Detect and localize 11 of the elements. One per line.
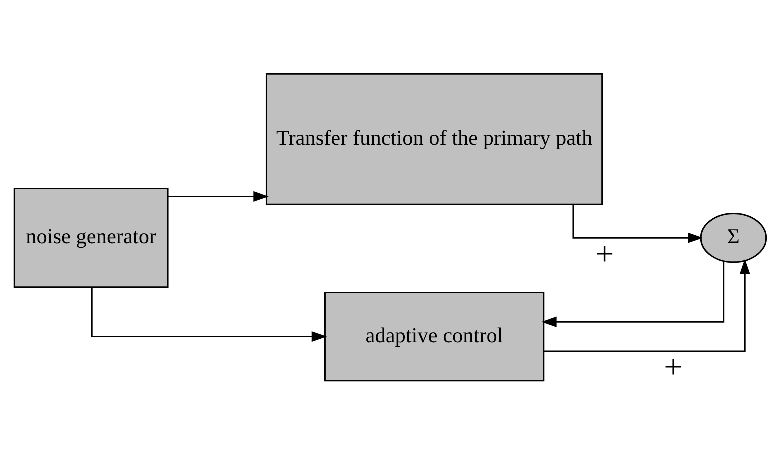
arrow <box>168 190 269 202</box>
arrow <box>572 204 704 243</box>
node-box: noise generator <box>14 187 169 288</box>
node-box: Transfer function of the primary path <box>266 72 604 205</box>
edge-label: + <box>664 348 683 386</box>
arrow <box>544 258 750 352</box>
node-box: adaptive control <box>324 292 545 382</box>
node-ellipse: Σ <box>700 212 768 263</box>
arrow <box>91 288 328 342</box>
arrow <box>542 261 725 327</box>
edge-label: + <box>595 235 614 272</box>
